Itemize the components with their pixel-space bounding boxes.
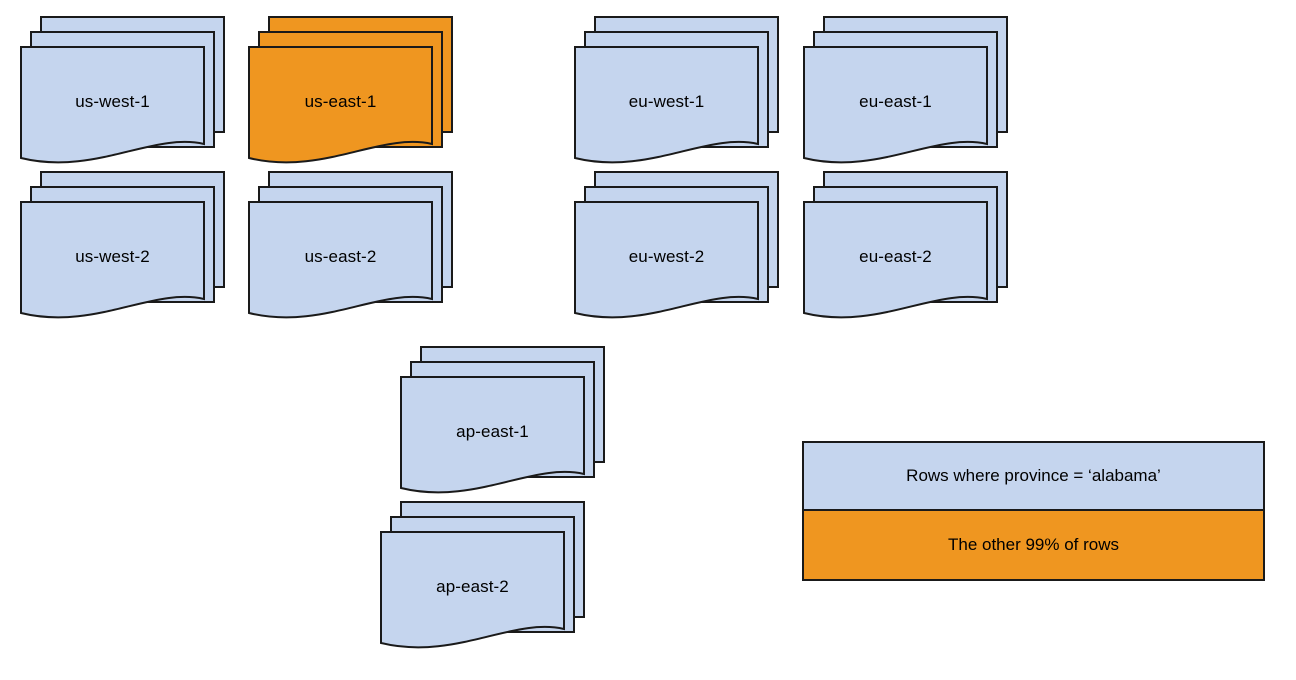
document-stack-eu-west-2[interactable]: eu-west-2 [574, 171, 784, 319]
legend-row-blue: Rows where province = ‘alabama’ [804, 443, 1263, 511]
document-stack-ap-east-1[interactable]: ap-east-1 [400, 346, 610, 494]
document-stack-us-east-1[interactable]: us-east-1 [248, 16, 458, 164]
document-stack-us-east-2[interactable]: us-east-2 [248, 171, 458, 319]
document-stack-us-west-2[interactable]: us-west-2 [20, 171, 230, 319]
document-stack-ap-east-2[interactable]: ap-east-2 [380, 501, 590, 649]
legend: Rows where province = ‘alabama’ The othe… [802, 441, 1265, 581]
legend-label-blue: Rows where province = ‘alabama’ [906, 466, 1161, 485]
document-stack-eu-east-2[interactable]: eu-east-2 [803, 171, 1013, 319]
legend-label-orange: The other 99% of rows [947, 535, 1120, 554]
legend-row-orange: The other 99% of rows [804, 511, 1263, 579]
document-stack-us-west-1[interactable]: us-west-1 [20, 16, 230, 164]
document-stack-eu-west-1[interactable]: eu-west-1 [574, 16, 784, 164]
document-stack-eu-east-1[interactable]: eu-east-1 [803, 16, 1013, 164]
